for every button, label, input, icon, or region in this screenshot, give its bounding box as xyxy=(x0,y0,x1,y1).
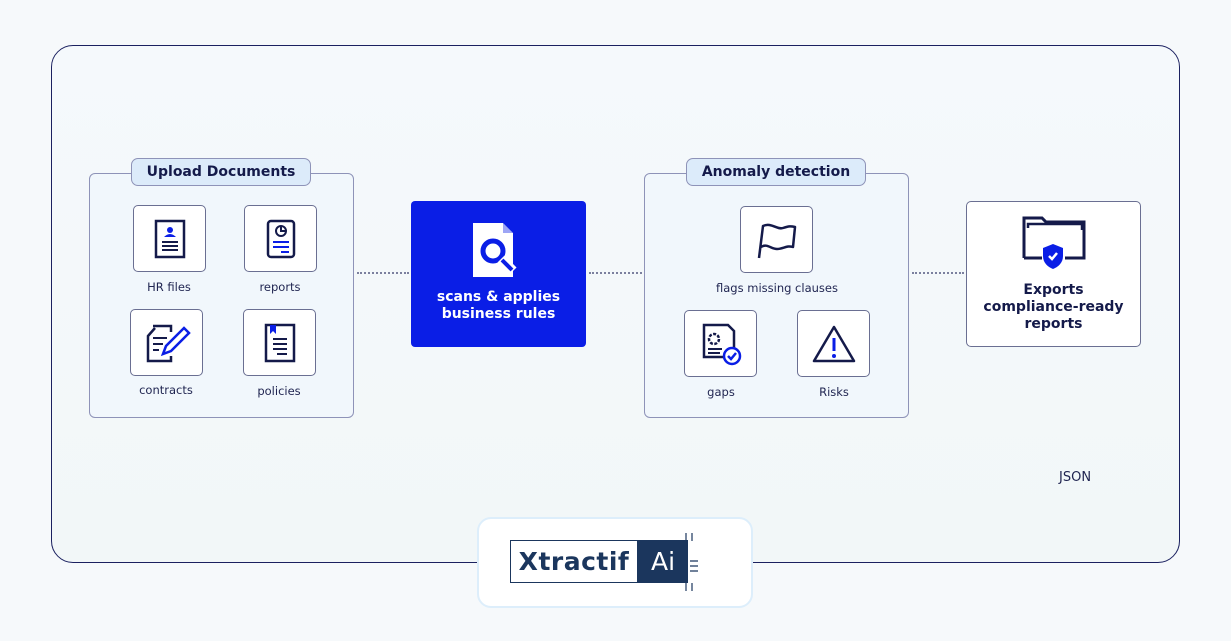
scan-rules-line2: business rules xyxy=(441,306,556,322)
hr-file-icon xyxy=(154,219,185,258)
policies-tile xyxy=(243,309,316,376)
export-line2: compliance-ready xyxy=(983,299,1124,315)
reports-label: reports xyxy=(259,280,301,294)
connector-line xyxy=(589,272,642,274)
reports-tile xyxy=(244,205,317,272)
gaps-label: gaps xyxy=(707,385,735,399)
document-search-icon xyxy=(472,223,517,277)
folder-shield-icon xyxy=(1022,216,1085,269)
hr-files-tile xyxy=(133,205,206,272)
export-line1: Exports xyxy=(1023,282,1084,298)
policy-icon xyxy=(264,323,295,362)
report-icon xyxy=(266,219,295,258)
gaps-tile xyxy=(684,310,757,377)
hr-files-label: HR files xyxy=(147,280,191,294)
flags-label: flags missing clauses xyxy=(716,281,838,295)
risks-label: Risks xyxy=(819,385,849,399)
logo-text: Xtractif xyxy=(510,540,638,583)
connector-line xyxy=(357,272,409,274)
logo-badge: Ai xyxy=(638,540,688,583)
flags-tile xyxy=(740,206,813,273)
anomaly-detection-title: Anomaly detection xyxy=(686,158,866,186)
policies-label: policies xyxy=(257,384,301,398)
risks-tile xyxy=(797,310,870,377)
chip-pins-icon xyxy=(685,533,698,591)
logo-card: Xtractif Ai xyxy=(477,517,753,608)
contract-icon xyxy=(146,324,191,362)
warning-icon xyxy=(812,325,855,362)
upload-documents-title: Upload Documents xyxy=(131,158,311,186)
contracts-tile xyxy=(130,309,203,376)
contracts-label: contracts xyxy=(139,383,193,397)
document-check-icon xyxy=(702,323,741,365)
flag-icon xyxy=(757,223,796,258)
export-line3: reports xyxy=(1024,316,1083,332)
scan-rules-line1: scans & applies xyxy=(436,289,561,305)
connector-line xyxy=(912,272,964,274)
json-format-label: JSON xyxy=(1059,470,1092,485)
